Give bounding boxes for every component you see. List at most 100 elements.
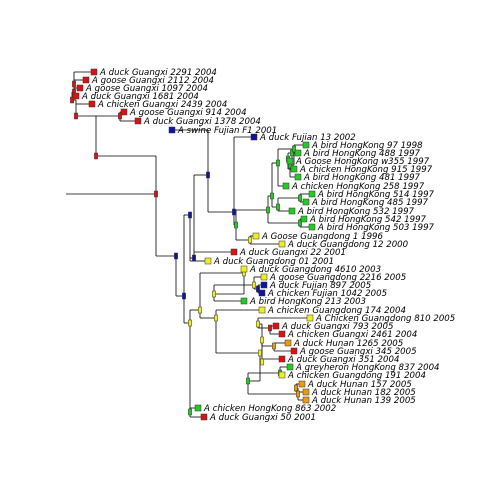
taxon-label: A swine Fujian F1 2001	[177, 126, 277, 136]
taxon-label: A goose Guangxi 1097 2004	[85, 84, 208, 94]
tip-marker	[288, 207, 296, 215]
taxon-label: A duck Guangxi 793 2005	[281, 322, 393, 332]
taxon-label: A goose Guangxi 914 2004	[129, 108, 247, 118]
taxon-label: A bird HongKong 97 1998	[311, 141, 423, 151]
tip-marker	[72, 92, 80, 100]
taxon-label: A duck Hunan 157 2005	[307, 380, 412, 390]
tip-marker	[90, 68, 98, 76]
tip-marker	[278, 240, 286, 248]
node-marker	[252, 281, 256, 289]
tip-marker	[302, 198, 310, 206]
taxon-label: A chicken Guangdong 191 2004	[287, 371, 426, 381]
node-marker	[188, 408, 192, 416]
node-marker	[206, 171, 210, 179]
node-marker	[182, 292, 186, 300]
node-marker	[258, 349, 262, 357]
tip-marker	[286, 363, 294, 371]
tip-marker	[294, 149, 302, 157]
node-marker	[256, 320, 260, 328]
taxon-label: A bird HongKong 542 1997	[309, 215, 427, 225]
node-marker	[72, 80, 76, 88]
tip-marker	[286, 157, 294, 165]
taxon-label: A bird HongKong 514 1997	[317, 190, 435, 200]
taxon-label: A goose Guangxi 345 2005	[299, 347, 417, 357]
tip-marker	[278, 330, 286, 338]
node-marker	[174, 252, 178, 260]
node-marker	[70, 96, 74, 104]
tip-marker	[200, 413, 208, 421]
tip-marker	[230, 248, 238, 256]
node-marker	[290, 149, 294, 157]
taxon-label: A duck Guangdong 4610 2003	[249, 265, 381, 275]
taxon-label: A chicken Fujian 1042 2005	[267, 289, 387, 299]
taxon-label: A duck Guangxi 1378 2004	[143, 117, 261, 127]
node-marker	[212, 290, 216, 298]
taxon-label: A bird HongKong 485 1997	[311, 198, 429, 208]
tip-marker	[240, 297, 248, 305]
tip-marker	[240, 265, 248, 273]
tip-marker	[300, 215, 308, 223]
node-marker	[232, 208, 236, 216]
node-marker	[296, 390, 300, 398]
taxon-label: A duck Guangxi 22 2001	[239, 248, 346, 258]
node-marker	[292, 145, 296, 153]
taxon-label: A bird HongKong 213 2003	[249, 297, 366, 307]
tip-marker	[284, 339, 292, 347]
tip-marker	[260, 281, 268, 289]
tip-marker	[278, 355, 286, 363]
node-marker	[188, 211, 192, 219]
taxon-label: A duck Guangxi 351 2004	[287, 355, 399, 365]
tip-marker	[204, 257, 212, 265]
tip-marker	[302, 396, 310, 404]
tip-marker	[120, 108, 128, 116]
taxon-label: A duck Guangdong 12 2000	[287, 240, 409, 250]
node-marker	[260, 336, 264, 344]
tip-marker	[290, 165, 298, 173]
taxon-label: A duck Hunan 139 2005	[311, 396, 416, 406]
node-marker	[270, 192, 274, 200]
taxon-label: A goose Guangxi 2112 2004	[91, 76, 214, 86]
tip-marker	[82, 76, 90, 84]
taxon-label: A duck Hunan 1265 2005	[293, 339, 403, 349]
node-marker	[266, 206, 270, 214]
tip-marker	[302, 141, 310, 149]
node-marker	[272, 342, 276, 350]
tip-marker	[278, 371, 286, 379]
taxon-label: A chicken Guangxi 2461 2004	[287, 330, 417, 340]
node-marker	[154, 190, 158, 198]
tip-marker	[252, 232, 260, 240]
node-marker	[298, 219, 302, 227]
node-marker	[118, 112, 122, 120]
taxon-label: A bird HongKong 503 1997	[317, 223, 435, 233]
taxon-label: A duck Fujian 897 2005	[269, 281, 371, 291]
node-marker	[294, 384, 298, 392]
taxon-label: A duck Guangxi 50 2001	[209, 413, 316, 423]
tip-marker	[260, 273, 268, 281]
tip-markers	[72, 68, 316, 421]
tip-marker	[134, 117, 142, 125]
tip-marker	[294, 173, 302, 181]
tip-marker	[282, 182, 290, 190]
node-marker	[192, 254, 196, 262]
tip-marker	[88, 100, 96, 108]
taxon-label: A bird HongKong 488 1997	[303, 149, 421, 159]
tip-marker	[290, 347, 298, 355]
node-marker	[74, 112, 78, 120]
taxon-label: A chicken Guangxi 2439 2004	[97, 100, 227, 110]
taxon-label: A chicken HongKong 258 1997	[291, 182, 425, 192]
tip-marker	[76, 84, 84, 92]
taxon-label: A Goose Guangdong 1 1996	[261, 232, 384, 242]
taxon-label: A goose Guangdong 2216 2005	[269, 273, 406, 283]
taxon-label: A duck Guangxi 1681 2004	[81, 92, 199, 102]
taxon-label: A Chicken Guangdong 810 2005	[315, 314, 455, 324]
node-marker	[214, 314, 218, 322]
tip-marker	[302, 388, 310, 396]
tip-marker	[258, 289, 266, 297]
node-marker	[188, 319, 192, 327]
tip-marker	[308, 223, 316, 231]
taxon-label: A duck Guangdong 01 2001	[213, 257, 334, 267]
taxon-label: A duck Guangxi 2291 2004	[99, 68, 217, 78]
node-marker	[246, 377, 250, 385]
node-marker	[248, 236, 252, 244]
